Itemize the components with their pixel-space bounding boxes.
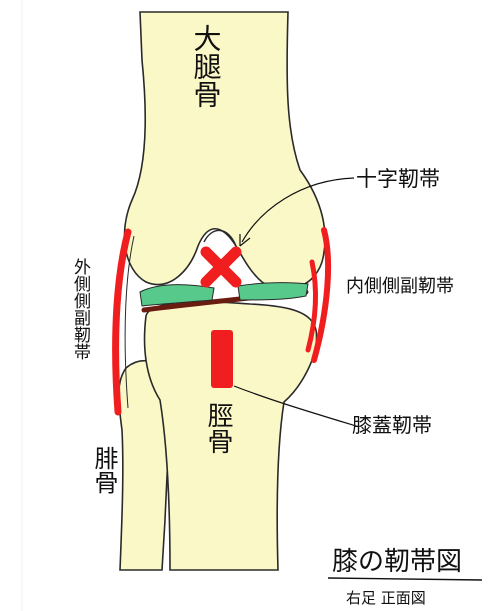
cruciate-ligament-label: 十字靭帯	[356, 167, 440, 191]
patellar-ligament-label: 膝蓋靭帯	[352, 413, 432, 437]
lateral-collateral-ligament-label: 外側側副靭帯	[70, 258, 91, 360]
femur-label: 大腿骨	[190, 24, 223, 108]
patellar-ligament-mark	[211, 330, 233, 388]
diagram-subtitle: 右足 正面図	[346, 589, 426, 607]
medial-collateral-ligament-label: 内側側副靭帯	[346, 276, 454, 297]
tibia-label: 脛骨	[203, 402, 233, 454]
meniscus-right	[238, 283, 308, 300]
fibula-label: 腓骨	[90, 446, 118, 494]
diagram-title: 膝の靭帯図	[332, 547, 462, 577]
